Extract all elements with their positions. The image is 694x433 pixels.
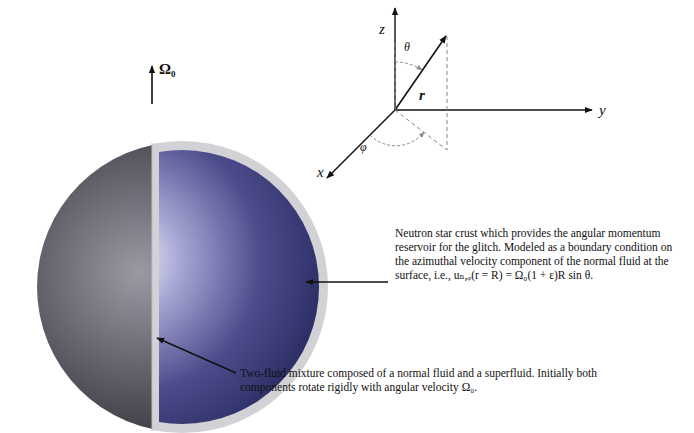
angle-label: θ [404,40,410,54]
rotation-label: Ω₀ [159,60,176,78]
coordinate-axes [327,8,592,178]
theta-reference [395,40,396,110]
rotation-arrow [151,66,153,104]
angle-label: φ [360,140,367,154]
r-vector [395,36,446,110]
vector-label: r [419,86,425,104]
cut-edge [152,143,153,431]
axis-label: y [599,101,606,119]
axis-label: x [317,163,324,181]
leader-arrow [157,338,236,373]
annotation-note: Two-fluid mixture composed of a normal f… [240,366,612,394]
projection-line [395,110,447,150]
phi-arc [370,132,424,146]
theta-arc [395,62,422,70]
z-axis [394,8,395,110]
leader-arrow [306,281,388,282]
annotation-note: Neutron star crust which provides the an… [395,226,687,282]
axis-label: z [379,20,385,38]
y-axis [395,109,592,110]
projection-line [447,36,448,150]
